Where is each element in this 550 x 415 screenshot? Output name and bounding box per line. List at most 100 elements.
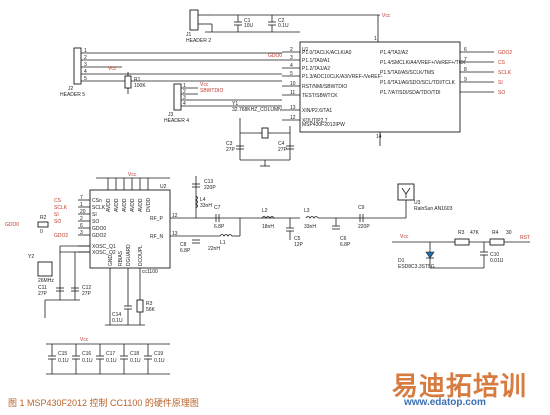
cap-c2: C2 0.1U (268, 15, 289, 32)
c7-value: 6.8P (214, 224, 225, 230)
mcu-right-pin-number: 8 (464, 67, 467, 73)
radio-bottom-pin-name: GND (108, 255, 114, 267)
radio-top-pin-name: DVDD (146, 197, 152, 212)
mcu-right-pin-name: P1.4/TA2/A2 (380, 50, 408, 56)
c11-ref: C11 (38, 285, 47, 291)
radio-part: cc1100 (142, 269, 158, 275)
radio-ref: U2 (160, 184, 167, 190)
c6-ref: C6 (340, 236, 347, 242)
l2-ref: L2 (262, 208, 268, 214)
mcu-right-pin-name: P1.7/A7/SDI/SDA/TDO/TDI (380, 90, 441, 96)
radio-top-pin-name: AVDD (114, 198, 120, 212)
radio-pin-name: GDO2 (92, 233, 106, 239)
header5-name: HEADER 5 (60, 92, 85, 98)
radio-bottom-pin-name: RBIAS (118, 250, 124, 266)
led-r3-ref: R3 (458, 230, 465, 236)
radio-left-net: SI (54, 212, 59, 218)
radio-pin-number: 2 (80, 216, 83, 222)
figure-caption: 图 1 MSP430F2012 控制 CC1100 的硬件原理图 (8, 398, 199, 408)
cap-c5: C5 12P (286, 218, 304, 248)
c4-ref: C4 (278, 141, 285, 147)
cap-c3: C3 27P (226, 141, 244, 153)
rbias-value: 56K (146, 307, 156, 313)
radio-left-net: SO (54, 219, 61, 225)
radio-bottom-pin-name: DCOUPL (138, 245, 144, 266)
radio-pin-name: SO (92, 219, 99, 225)
header4-connector: J3 HEADER 4 (164, 83, 189, 124)
cap-c11: C11 27P (38, 285, 64, 297)
header5-pin-number: 3 (84, 62, 87, 68)
mcu-pin-number: 2 (290, 47, 293, 53)
radio-top-pin-name: AVDD (106, 198, 112, 212)
header5-pin-number: 2 (84, 55, 87, 61)
y1-value: 32.768KHZ_COLUMN (232, 107, 282, 113)
decoupling-ref: C17 (106, 351, 115, 357)
radio-left-net: GDO2 (54, 233, 68, 239)
rst-net-label: RST (520, 235, 530, 241)
c8-ref: C8 (180, 242, 187, 248)
header5-pin-number: 1 (84, 48, 87, 54)
y2-ref: Y2 (28, 254, 34, 260)
l1-ref: L1 (220, 240, 226, 246)
mcu-pin-number: 5 (290, 71, 293, 77)
j3-net-vcc: Vcc (200, 82, 209, 88)
gdo0-radio-label: GDO0 (5, 222, 19, 228)
mcu-pin-number: 10 (290, 81, 296, 87)
c10-ref: C10 (490, 252, 499, 258)
c1-ref: C1 (244, 18, 251, 24)
radio-pin-name: SI (92, 212, 97, 218)
c5-value: 12P (294, 242, 304, 248)
header5-pin-number: 5 (84, 76, 87, 82)
radio-bottom-pin-name: DGUARD (126, 244, 132, 266)
header4-pin-number: 4 (183, 101, 186, 107)
mcu-pin-number: 11 (290, 90, 295, 96)
mcu-pin-name: XOUT/P2.7 (302, 118, 328, 124)
mcu-right-pin-name: P1.5/TA0/A5/SCLK/TMS (380, 70, 435, 76)
mcu-right-net: SO (498, 90, 505, 96)
c12-ref: C12 (82, 285, 91, 291)
mcu-u1: U1 MSP430F2012IPW 1 14 (299, 15, 461, 146)
cap-c8: C8 6.8P (180, 239, 200, 254)
antenna-name: RainSun AN1603 (414, 206, 453, 212)
mcu-pin-name: TEST/SBWTCK (302, 93, 338, 99)
decoupling-value: 0.1U (154, 358, 165, 364)
cap-c10: C10 0.01U (480, 242, 504, 268)
mcu-part: MSP430F2012IPW (302, 122, 345, 128)
mcu-right-pin-number: 7 (464, 57, 467, 63)
l4-ref: L4 (200, 197, 206, 203)
resistor-r3-led: R3 47K (454, 230, 480, 246)
r1-ref: R1 (134, 77, 141, 83)
l2-value: 18nH (262, 224, 274, 230)
led-r4-ref: R4 (492, 230, 499, 236)
radio-pin-name: XOSC_Q1 (92, 244, 116, 250)
c7-ref: C7 (214, 205, 221, 211)
c3-value: 27P (226, 147, 236, 153)
mcu-right-pin-name: P1.6/TA1/A6/SDO/SCL/TDI/TCLK (380, 80, 456, 86)
rbias-ref: R3 (146, 301, 153, 307)
r2-value: 0 (40, 229, 43, 235)
header5-pin-number: 4 (84, 69, 87, 75)
vcc-top-label: Vcc (382, 13, 391, 19)
radio-left-net: SCLK (54, 205, 68, 211)
antenna-ref: U3 (414, 200, 421, 206)
decoupling-ref: C18 (130, 351, 139, 357)
radio-pin-number: 7 (80, 195, 83, 201)
mcu-right-pin-number: 9 (464, 77, 467, 83)
led-r4-value: 30 (506, 230, 512, 236)
c5-ref: C5 (294, 236, 301, 242)
diode-d1: D1 ESD8C3.3ST5G (398, 242, 435, 270)
c1-value: 10U (244, 23, 254, 29)
mcu-pin-name: XIN/P2.6/TA1 (302, 108, 332, 114)
cap-c4: C4 27P (278, 141, 294, 153)
header4-pin-number: 3 (183, 95, 186, 101)
radio-pin-name: CSn (92, 198, 102, 204)
header5-connector: J2 HEADER 5 (60, 47, 85, 98)
y2-value: 26MHz (38, 278, 54, 284)
inductor-l1: L1 22nH (208, 218, 241, 252)
header5-ref: J2 (68, 86, 74, 92)
